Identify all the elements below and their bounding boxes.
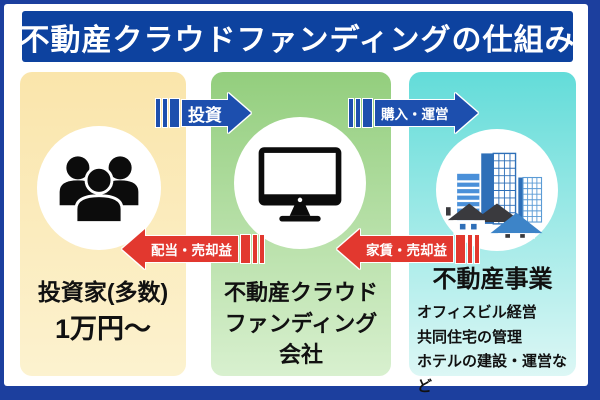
business-details: オフィスビル経営 共同住宅の管理 ホテルの建設・運営など (417, 301, 577, 399)
arrow-stripe (156, 99, 160, 127)
buildings-icon (446, 152, 543, 239)
arrow-stripe (163, 99, 167, 127)
arrow-head-right-icon (454, 93, 478, 133)
company-name: 不動産クラウド ファンディング 会社 (211, 277, 391, 370)
arrow-head-left-icon (337, 229, 360, 269)
business-title: 不動産事業 (432, 266, 553, 293)
computer-monitor-icon (258, 147, 342, 222)
arrow-stripe (363, 99, 372, 127)
arrow-stripe (241, 235, 250, 263)
purchase-flow-label: 購入・運営 (375, 100, 455, 126)
invest-flow-arrow: 投資 (156, 93, 251, 133)
arrow-stripe (475, 235, 479, 263)
business-detail-line2: 共同住宅の管理 (417, 328, 523, 346)
business-detail-line3: ホテルの建設・運営など (417, 353, 568, 395)
people-group-icon (59, 156, 139, 224)
arrow-stripe (349, 99, 353, 127)
arrow-stripe (170, 99, 179, 127)
title-banner: 不動産クラウドファンディングの仕組み (19, 11, 576, 62)
company-name-line3: 会社 (278, 342, 323, 367)
business-detail-line1: オフィスビル経営 (417, 304, 537, 321)
page-title: 不動産クラウドファンディングの仕組み (19, 23, 576, 57)
arrow-stripe (468, 235, 472, 263)
company-name-line2: ファンディング (224, 311, 378, 336)
dividend-flow-arrow: 配当・売却益 (122, 229, 264, 269)
rent-flow-label: 家賃・売却益 (360, 236, 453, 262)
investors-title: 投資家(多数) (37, 279, 169, 305)
business-circle (436, 129, 558, 251)
dividend-flow-label: 配当・売却益 (145, 236, 238, 262)
arrow-head-right-icon (228, 93, 251, 133)
arrow-stripe (456, 235, 465, 263)
arrow-stripe (260, 235, 264, 263)
purchase-flow-arrow: 購入・運営 (349, 93, 478, 133)
arrow-head-left-icon (122, 229, 145, 269)
company-name-line1: 不動産クラウド (223, 280, 378, 305)
arrow-stripe (356, 99, 360, 127)
rent-flow-arrow: 家賃・売却益 (337, 229, 479, 269)
company-circle (234, 117, 366, 249)
investors-amount: 1万円〜 (54, 314, 152, 344)
invest-flow-label: 投資 (182, 100, 228, 126)
arrow-stripe (253, 235, 257, 263)
